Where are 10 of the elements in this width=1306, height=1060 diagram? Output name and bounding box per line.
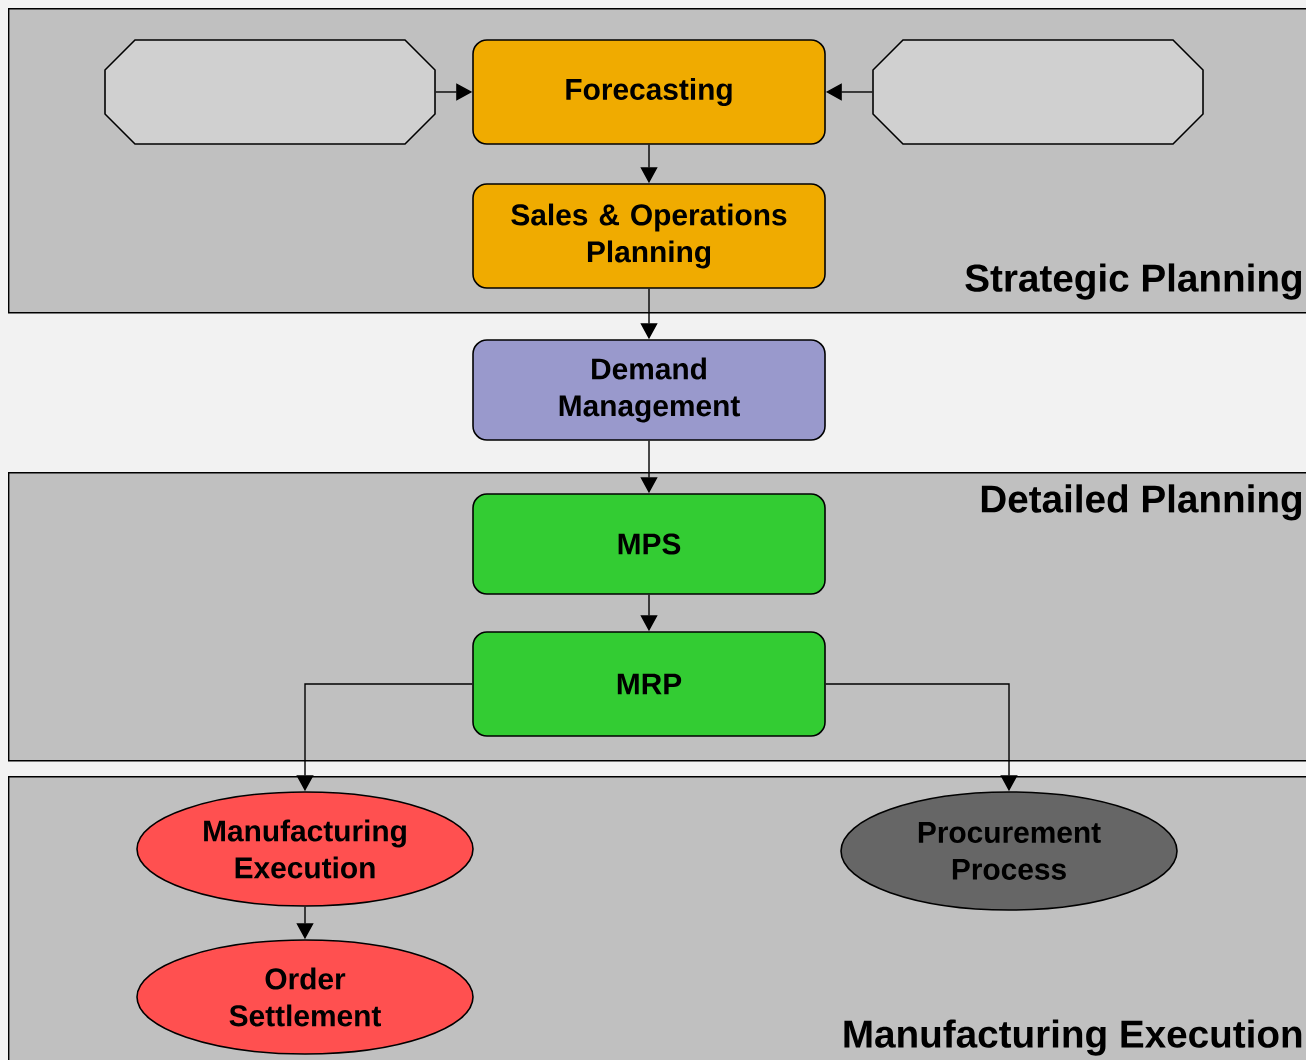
octagon-shape	[104, 39, 436, 145]
band-heading: Strategic Planning	[965, 263, 1302, 300]
process-box: Forecasting	[472, 39, 826, 145]
band-heading: Manufacturing Execution	[844, 1019, 1302, 1056]
process-box: MRP	[472, 631, 826, 737]
process-box: Sales & Operations Planning	[472, 183, 826, 289]
process-box: MPS	[472, 493, 826, 595]
octagon-shape	[872, 39, 1204, 145]
band-heading: Detailed Planning	[981, 484, 1302, 521]
process-box: Demand Management	[472, 339, 826, 441]
